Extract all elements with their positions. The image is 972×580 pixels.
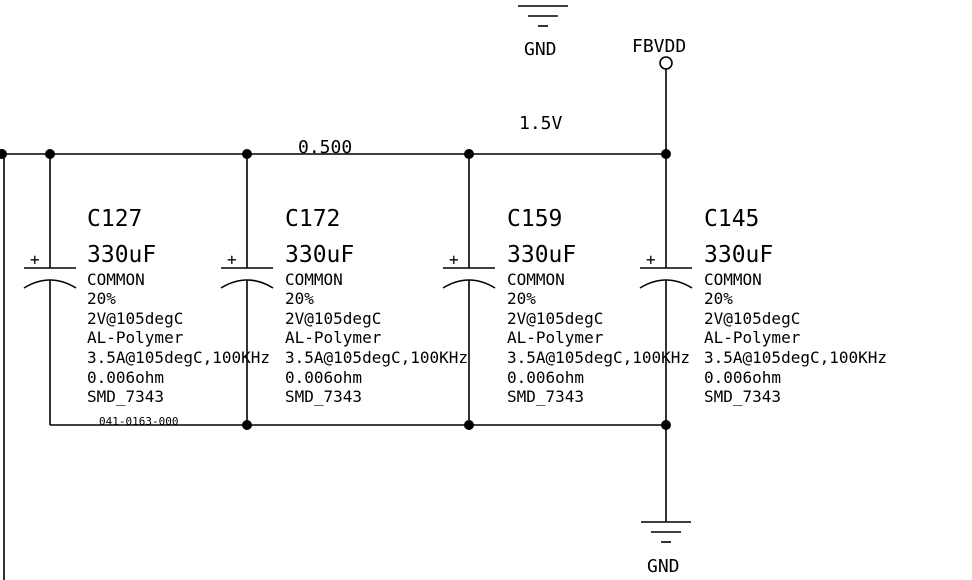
capacitor-dielectric: AL-Polymer — [87, 328, 184, 347]
capacitor-tolerance: 20% — [285, 289, 314, 308]
capacitor-tolerance: 20% — [507, 289, 536, 308]
capacitor-ripple: 3.5A@105degC,100KHz — [704, 348, 887, 367]
capacitor-value: 330uF — [704, 242, 773, 268]
top-ground-label: GND — [524, 39, 557, 60]
capacitor-voltage: 2V@105degC — [87, 309, 183, 328]
trace-width-label: 0.500 — [298, 137, 352, 158]
capacitor-package: SMD_7343 — [507, 387, 584, 406]
capacitor-ripple: 3.5A@105degC,100KHz — [507, 348, 690, 367]
capacitor-package: SMD_7343 — [285, 387, 362, 406]
polarity-mark: + — [449, 250, 459, 269]
capacitor-package: SMD_7343 — [87, 387, 164, 406]
capacitor-esr: 0.006ohm — [285, 368, 362, 387]
capacitor-c127: + C127 330uF COMMON 20% 2V@105degC AL-Po… — [23, 154, 270, 425]
capacitor-dielectric: AL-Polymer — [704, 328, 801, 347]
capacitor-c159: + C159 330uF COMMON 20% 2V@105degC AL-Po… — [442, 154, 690, 425]
capacitor-ripple: 3.5A@105degC,100KHz — [87, 348, 270, 367]
capacitor-esr: 0.006ohm — [704, 368, 781, 387]
capacitor-value: 330uF — [87, 242, 156, 268]
capacitor-dielectric: AL-Polymer — [285, 328, 382, 347]
capacitor-ripple: 3.5A@105degC,100KHz — [285, 348, 468, 367]
capacitor-tolerance: 20% — [704, 289, 733, 308]
bottom-ground-symbol — [641, 521, 691, 543]
capacitor-ref: C172 — [285, 206, 340, 232]
top-ground-symbol — [518, 5, 568, 27]
capacitor-c145: + C145 330uF COMMON 20% 2V@105degC AL-Po… — [639, 154, 887, 425]
capacitor-esr: 0.006ohm — [87, 368, 164, 387]
capacitor-ref: C145 — [704, 206, 759, 232]
junction-dot — [0, 149, 7, 159]
supply-voltage-label: 1.5V — [519, 113, 563, 134]
capacitor-value: 330uF — [507, 242, 576, 268]
part-number-label: 041-0163-000 — [99, 415, 178, 428]
fbvdd-label: FBVDD — [632, 36, 686, 57]
capacitor-ref: C159 — [507, 206, 562, 232]
capacitor-c172: + C172 330uF COMMON 20% 2V@105degC AL-Po… — [220, 154, 468, 425]
capacitor-ref: C127 — [87, 206, 142, 232]
capacitor-dielectric: AL-Polymer — [507, 328, 604, 347]
capacitor-value: 330uF — [285, 242, 354, 268]
polarity-mark: + — [227, 250, 237, 269]
capacitor-tolerance: 20% — [87, 289, 116, 308]
capacitor-type: COMMON — [285, 270, 343, 289]
polarity-mark: + — [646, 250, 656, 269]
capacitor-esr: 0.006ohm — [507, 368, 584, 387]
bottom-ground-label: GND — [647, 556, 680, 577]
polarity-mark: + — [30, 250, 40, 269]
capacitor-type: COMMON — [507, 270, 565, 289]
capacitor-voltage: 2V@105degC — [285, 309, 381, 328]
capacitor-voltage: 2V@105degC — [507, 309, 603, 328]
capacitor-type: COMMON — [704, 270, 762, 289]
fbvdd-port-circle — [659, 56, 673, 70]
capacitor-voltage: 2V@105degC — [704, 309, 800, 328]
capacitor-type: COMMON — [87, 270, 145, 289]
capacitor-package: SMD_7343 — [704, 387, 781, 406]
